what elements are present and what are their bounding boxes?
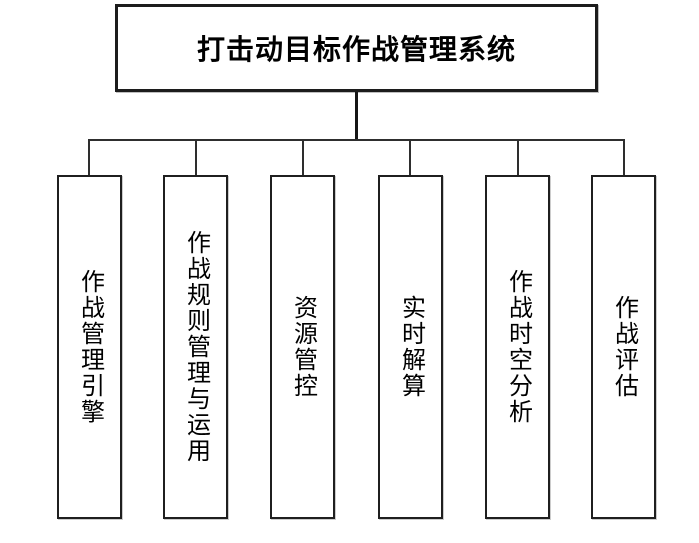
child-node-realtime-calculation: 实时解算 <box>378 175 443 519</box>
connector-drop-5 <box>517 139 519 176</box>
connector-horizontal-bus <box>88 139 625 141</box>
connector-drop-6 <box>623 139 625 176</box>
child-node-spatiotemporal-analysis: 作战时空分析 <box>485 175 550 519</box>
child-node-label: 作战管理引擎 <box>76 269 104 425</box>
child-node-combat-rules-management: 作战规则管理与运用 <box>163 175 228 519</box>
connector-drop-2 <box>195 139 197 176</box>
child-node-label: 资源管控 <box>289 295 317 399</box>
connector-drop-3 <box>302 139 304 176</box>
connector-drop-1 <box>88 139 90 176</box>
child-node-resource-control: 资源管控 <box>270 175 335 519</box>
child-node-label: 实时解算 <box>397 295 425 399</box>
connector-drop-4 <box>409 139 411 176</box>
child-node-label: 作战规则管理与运用 <box>182 230 210 464</box>
connector-root-stem <box>355 92 358 140</box>
child-node-label: 作战时空分析 <box>504 269 532 425</box>
child-node-combat-assessment: 作战评估 <box>591 175 656 519</box>
root-node: 打击动目标作战管理系统 <box>115 4 598 92</box>
root-node-label: 打击动目标作战管理系统 <box>196 34 516 65</box>
child-node-combat-management-engine: 作战管理引擎 <box>57 175 122 519</box>
child-node-label: 作战评估 <box>610 295 638 399</box>
